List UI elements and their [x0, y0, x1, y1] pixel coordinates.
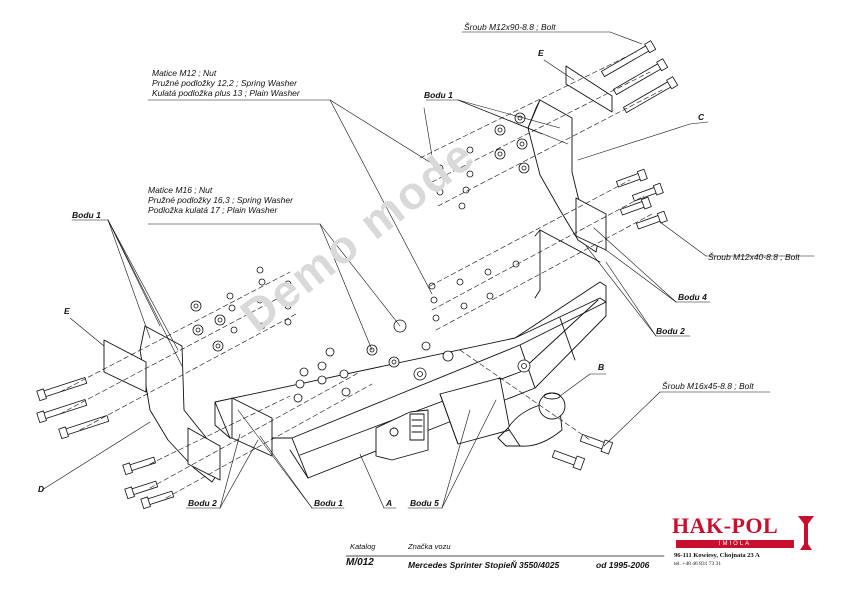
left-bracket	[103, 325, 221, 483]
label-nut-m12: Matice M12 ; Nut Pružné podložky 12,2 ; …	[152, 68, 300, 98]
brand-subtitle: IMIOLA	[676, 540, 794, 548]
label-nut-m12-line: Pružné podložky 12,2 ; Spring Washer	[152, 78, 297, 88]
brand-logo-text: HAK-POL	[672, 513, 779, 538]
assembly-axes	[59, 51, 663, 499]
footer-vehicle-label: Značka vozu	[408, 542, 451, 551]
footer-katalog-value: M/012	[346, 557, 374, 568]
leader-lines	[41, 31, 815, 509]
label-bodu2-right: Bodu 2	[656, 326, 685, 336]
label-bolt-m12x90: Šroub M12x90-8.8 ; Bolt	[464, 22, 556, 32]
cross-beam	[214, 281, 607, 479]
footer-katalog-label: Katalog	[350, 542, 376, 551]
label-nut-m16-line: Matice M16 ; Nut	[148, 185, 213, 195]
label-bolt-m16x45: Šroub M16x45-8.8 ; Bolt	[662, 381, 754, 391]
beam-side-plate	[231, 377, 511, 457]
brand-address: 96-111 Kowiesy, Chojnata 23 A	[674, 552, 760, 559]
label-bodu4: Bodu 4	[678, 292, 707, 302]
label-letter-e-left: E	[64, 306, 70, 316]
footer-years: od 1995-2006	[596, 560, 650, 570]
label-bodu2-bottom: Bodu 2	[188, 498, 217, 508]
label-letter-e-top: E	[538, 48, 544, 58]
socket-plate	[375, 409, 429, 461]
label-nut-m16-line: Pružné podložky 16,3 ; Spring Washer	[148, 195, 293, 205]
label-bodu1-left: Bodu 1	[72, 210, 101, 220]
footer-vehicle-value: Mercedes Sprinter StopieŇ 3550/4025	[408, 560, 560, 570]
label-nut-m12-line: Matice M12 ; Nut	[152, 68, 217, 78]
label-bodu1-bottom: Bodu 1	[314, 498, 343, 508]
brand-phone: tel. +48 46 831 73 31	[674, 561, 722, 567]
label-nut-m12-line: Kulatá podložka plus 13 ; Plain Washer	[152, 88, 300, 98]
right-bracket	[527, 65, 613, 299]
label-bolt-m12x40: Šroub M12x40-8.8 ; Bolt	[708, 252, 800, 262]
towball-logo-icon	[798, 516, 814, 550]
label-letter-a: A	[386, 498, 393, 508]
label-nut-m16: Matice M16 ; Nut Pružné podložky 16,3 ; …	[148, 185, 293, 215]
label-letter-b: B	[598, 362, 605, 372]
bolts-m12x40	[616, 168, 668, 230]
bolts-m12x90	[601, 40, 679, 113]
bolts-m16x45	[551, 434, 614, 471]
label-nut-m16-line: Podložka kulatá 17 ; Plain Washer	[148, 205, 278, 215]
label-bodu1-top: Bodu 1	[424, 90, 453, 100]
label-bodu5: Bodu 5	[410, 498, 439, 508]
label-letter-c: C	[698, 112, 705, 122]
label-letter-d: D	[38, 484, 45, 494]
